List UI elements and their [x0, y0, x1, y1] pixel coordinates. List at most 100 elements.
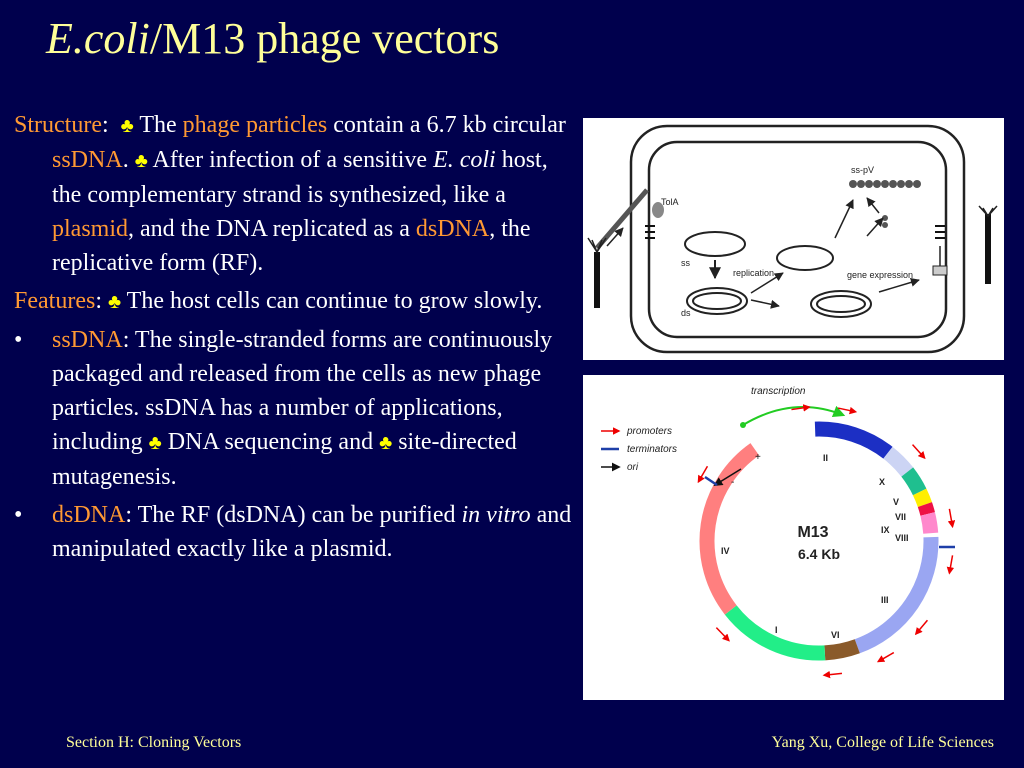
bullet-icon: • [14, 327, 23, 353]
dsdna-bullet-item: • dsDNA: The RF (dsDNA) can be purified i… [14, 498, 582, 566]
bullet-icon: • [14, 502, 23, 528]
map-legend: promoters terminators ori [601, 426, 677, 473]
genome-name: M13 [797, 524, 828, 541]
protein-dots [882, 215, 888, 228]
sspv-complex [849, 180, 921, 188]
structure-text: , the replicative form (RF). [52, 216, 531, 276]
gene-VI-segment [824, 639, 860, 661]
plus-strand-label: + [755, 452, 761, 463]
minus-strand-label: - [731, 477, 734, 488]
gene-V-segment [901, 467, 927, 496]
gene-label: VI [831, 630, 840, 640]
genome-ring [699, 421, 939, 661]
transcription-label: transcription [751, 386, 806, 397]
promoter-arrow [914, 619, 929, 636]
footer-section: Section H: Cloning Vectors [66, 734, 242, 751]
ssdna-label: ssDNA [52, 327, 123, 353]
structure-highlight: phage particles [182, 112, 328, 138]
gene-label: V [893, 497, 899, 507]
gene-label: I [775, 625, 778, 635]
club-icon: ♣ [134, 150, 148, 172]
legend-ori: ori [627, 462, 639, 473]
membrane-pore [932, 265, 948, 276]
gene-VII-segment [912, 488, 932, 508]
gene-label: II [823, 453, 828, 463]
legend-promoters: promoters [626, 426, 672, 437]
structure-label: Structure [14, 112, 102, 138]
club-icon: ♣ [120, 115, 134, 137]
structure-text: , and the DNA replicated as a [128, 216, 416, 242]
m13-genome-figure: promoters terminators ori transcription … [583, 375, 1004, 700]
gene-labels: II X V VII IX VIII III VI I IV [721, 453, 909, 640]
infection-cycle-figure: TolA ss-pV ss ds replication gene expres… [583, 118, 1004, 360]
gene-expression-label: gene expression [847, 270, 913, 280]
features-text: The host cells can continue to grow slow… [121, 288, 543, 314]
gene-VIII-segment [920, 512, 939, 534]
club-icon: ♣ [107, 291, 122, 313]
promoter-arrow [715, 627, 730, 642]
gene-label: VII [895, 512, 906, 522]
club-icon: ♣ [379, 432, 393, 454]
structure-text: After infection of a sensitive [147, 147, 434, 173]
ssdna-bullet-item: • ssDNA: The single-stranded forms are co… [14, 323, 582, 494]
promoter-arrow [876, 651, 895, 663]
structure-italic: E. coli [433, 147, 496, 173]
title-rest: /M13 phage vectors [149, 14, 500, 63]
ss-label: ss [681, 258, 691, 268]
transcription-arrow [742, 405, 846, 426]
ss-dna-circle [684, 231, 746, 257]
gene-label: X [879, 477, 885, 487]
structure-text: . [122, 147, 135, 173]
features-label: Features [14, 288, 96, 314]
ss-dna-circle [776, 245, 834, 271]
gene-X-segment [883, 446, 914, 477]
gene-label: IV [721, 546, 730, 556]
ssdna-text: : The single-stranded forms are continuo… [52, 327, 553, 455]
dsdna-italic: in vitro [461, 502, 531, 528]
cell-outer-membrane [629, 124, 966, 354]
promoter-arrow [697, 465, 709, 484]
gene-label: VIII [895, 533, 909, 543]
slide-body: Structure: ♣ The phage particles contain… [14, 108, 582, 570]
replication-label: replication [733, 268, 774, 278]
ssdna-text: site-directed mutagenesis. [52, 429, 517, 490]
membrane-channel [645, 225, 945, 239]
slide-title: E.coli/M13 phage vectors [46, 14, 499, 65]
tola-label: TolA [661, 197, 679, 207]
features-paragraph: Features: ♣ The host cells can continue … [14, 288, 543, 314]
gene-label: III [881, 595, 889, 605]
cell-inner-membrane [647, 140, 948, 339]
gene-I-segment [724, 605, 826, 661]
ds-label: ds [681, 308, 691, 318]
gene-label: IX [881, 525, 890, 535]
gene-IX-segment [917, 502, 935, 516]
structure-paragraph: Structure: ♣ The phage particles contain… [14, 112, 566, 276]
m13-genome-map: promoters terminators ori transcription … [601, 386, 956, 679]
promoter-arrow [837, 406, 858, 415]
promoter-arrows [697, 404, 956, 679]
genome-size: 6.4 Kb [798, 546, 840, 562]
terminator-mark [704, 475, 718, 487]
dsdna-label: dsDNA [52, 502, 126, 528]
ds-dna-circle [686, 287, 748, 315]
promoter-arrow [822, 670, 843, 679]
promoter-arrow [947, 508, 956, 529]
structure-highlight: plasmid [52, 216, 128, 242]
phage-icon [587, 237, 607, 308]
gene-II-segment [814, 421, 893, 459]
dsdna-text: : The RF (dsDNA) can be purified [125, 502, 462, 528]
club-icon: ♣ [148, 432, 162, 454]
structure-text: contain a 6.7 kb circular [327, 112, 566, 138]
promoter-arrow [946, 555, 955, 575]
sspv-label: ss-pV [851, 165, 874, 175]
ds-dna-circle [810, 290, 872, 318]
promoter-arrow [791, 404, 811, 412]
dsdna-text: and manipulated exactly like a plasmid. [52, 502, 572, 562]
title-italic: E.coli [46, 14, 150, 63]
gene-IV-segment [699, 443, 760, 615]
legend-terminators: terminators [627, 444, 677, 455]
phage-icon [978, 205, 998, 284]
promoter-arrow [912, 444, 926, 460]
infection-cycle-diagram: TolA ss-pV ss ds replication gene expres… [587, 124, 998, 354]
structure-text: host, the complementary strand is synthe… [52, 147, 548, 208]
